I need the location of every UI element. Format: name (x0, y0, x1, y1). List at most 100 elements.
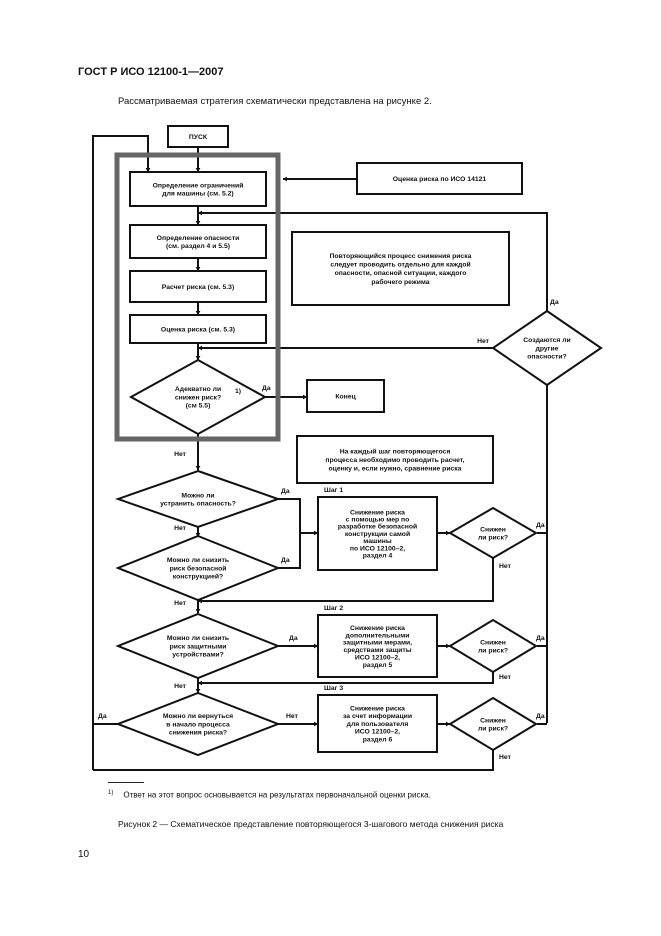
step2-text-line: Снижение риска (350, 625, 405, 632)
arrowhead (314, 643, 318, 649)
note1-text-line: следует проводить отдельно для каждой (330, 261, 470, 269)
arrowhead (195, 689, 201, 693)
note1-text-line: опасности, опасной ситуации, каждого (335, 269, 467, 277)
arrowhead (198, 680, 202, 686)
step1-text-line: машины (363, 538, 392, 545)
iso14121-box (356, 162, 523, 195)
reduced1-decision (448, 506, 538, 560)
yes-label: Да (550, 299, 559, 306)
evaluate-text-line: Оценка риска (см. 5.3) (161, 326, 235, 333)
footnote-text: Ответ на этот вопрос основывается на рез… (123, 790, 431, 800)
eliminate-text-line: устранить опасность? (160, 501, 236, 508)
step2-text-line: ИСО 12100–2, (355, 655, 400, 662)
arrowhead (314, 530, 318, 536)
arrowhead (198, 345, 202, 351)
reduced3-text-line: Снижен (480, 717, 506, 724)
yes-label: Да (289, 635, 298, 642)
step1-text-line: конструкции самой (345, 530, 410, 538)
step2-text-line: дополнительными (346, 632, 410, 639)
step3-text-line: раздел 6 (363, 737, 393, 744)
step1-text-line: по ИСО 12100–2, (350, 545, 405, 552)
adequate-decision (128, 358, 268, 436)
yes-label: Да (536, 713, 545, 720)
start-box (167, 125, 229, 148)
arrowhead (195, 168, 201, 172)
restart_q-text-line: Можно ли вернуться (163, 713, 233, 720)
arrowhead (303, 394, 307, 400)
reduced1-text-line: Снижен (480, 526, 506, 533)
guards_q-text-line: риск защитными (170, 643, 227, 650)
note1-box (291, 231, 510, 306)
limits-text-line: Определение ограничений (153, 181, 244, 189)
eliminate-text-line: Можно ли (181, 492, 214, 499)
yes-label: Да (98, 713, 107, 720)
step1-text-line: с помощью мер по (346, 517, 410, 524)
note2-text-line: оценку и, если нужно, сравнение риска (329, 466, 462, 473)
intro-text: Рассматриваемая стратегия схематически п… (118, 96, 432, 107)
limits-box (129, 171, 267, 207)
hazard-box (129, 224, 267, 259)
evaluate-box (129, 314, 267, 344)
connector-no-reduced1 (198, 558, 494, 602)
no-label: Нет (286, 713, 299, 720)
arrowhead (195, 466, 201, 470)
reduced2-decision (448, 618, 538, 674)
reduced1-text-line: ли риск? (478, 535, 508, 542)
step2-text-line: средствами защиты (343, 647, 411, 654)
restart_q-text-line: снижения риска? (169, 730, 227, 737)
no-label: Нет (499, 754, 512, 761)
no-label: Нет (477, 338, 490, 345)
footnote-mark-superscript: 1) (235, 388, 241, 395)
iso14121-text-line: Оценка риска по ИСО 14121 (393, 176, 487, 183)
other_hazards-text-line: Создаются ли (523, 337, 570, 344)
end-text-line: Конец (335, 393, 356, 400)
no-label: Нет (174, 600, 187, 607)
connector-no-reduced3 (93, 750, 494, 771)
arrowhead (314, 721, 318, 727)
safe_design_q-text-line: конструкцией? (173, 573, 223, 581)
note2-text-line: На каждый шаг повторяющегося (340, 447, 451, 455)
other_hazards-text-line: опасности? (527, 354, 566, 361)
footnote-mark: 1) (108, 790, 114, 796)
arrowhead (446, 643, 450, 649)
restart_q-decision (115, 691, 281, 757)
arrowhead (145, 168, 151, 172)
safe_design_q-decision (115, 534, 281, 602)
step2-text-line: раздел 5 (363, 662, 393, 669)
yes-label: Да (536, 522, 545, 529)
connector-yes-other-hazards (198, 212, 548, 311)
footnote-divider (108, 782, 144, 783)
arrowhead (198, 210, 202, 216)
end-box (306, 379, 385, 413)
yes-label: Да (281, 488, 290, 495)
guards_q-text-line: Можно ли снизить (167, 635, 229, 642)
note1-text-line: рабочего режима (371, 278, 429, 286)
note2-text-line: процесса необходимо проводить расчет, (325, 456, 464, 464)
arrowhead (195, 267, 201, 271)
other_hazards-text-line: другие (536, 345, 559, 352)
no-label: Нет (174, 451, 187, 458)
start-text-line: ПУСК (189, 134, 208, 141)
yes-label: Да (536, 635, 545, 642)
step3-text-line: для пользователя (347, 721, 409, 728)
step1-label: Шаг 1 (324, 487, 343, 494)
arrowhead (283, 176, 287, 182)
limits-text-line: для машины (см. 5.2) (162, 191, 233, 198)
other_hazards-decision (491, 309, 603, 387)
no-label: Нет (499, 563, 512, 570)
reduced2-text-line: ли риск? (478, 648, 508, 655)
guards_q-decision (115, 612, 281, 680)
note1-text-line: Повторяющийся процесс снижения риска (330, 252, 472, 260)
step3-label: Шаг 3 (324, 685, 343, 692)
guards_q-text-line: устройствами? (172, 651, 224, 659)
risk-assessment-frame (114, 152, 281, 442)
no-label: Нет (499, 674, 512, 681)
step1-text-line: разработке безопасной (338, 523, 417, 531)
figure-caption: Рисунок 2 — Схематическое представление … (118, 819, 504, 829)
page-number: 10 (78, 849, 90, 860)
step3-text-line: за счет информации (343, 713, 412, 720)
step1-text-line: раздел 4 (363, 553, 393, 560)
arrowhead (446, 530, 450, 536)
arrowhead (195, 311, 201, 315)
safe_design_q-text-line: Можно ли снизить (167, 557, 229, 564)
